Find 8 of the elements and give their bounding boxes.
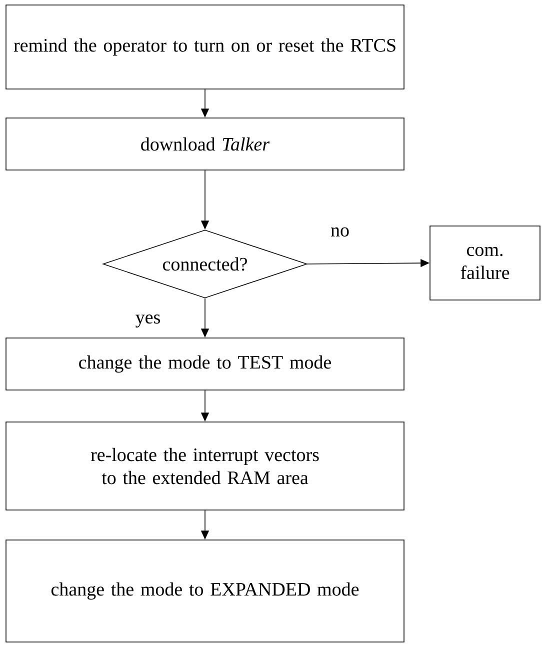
edge-label: no (330, 226, 350, 238)
process-box: com. failure (430, 226, 540, 300)
edge-label: yes (134, 313, 162, 329)
process-box: download Talker (6, 118, 404, 170)
process-box: remind the operator to turn on or reset the RTCS (6, 4, 404, 90)
process-box: change the mode to TEST mode (6, 338, 404, 390)
process-box: change the mode to EXPANDED mode (6, 540, 404, 642)
process-box: re-locate the interrupt vectors to the extended RAM area (6, 422, 404, 510)
